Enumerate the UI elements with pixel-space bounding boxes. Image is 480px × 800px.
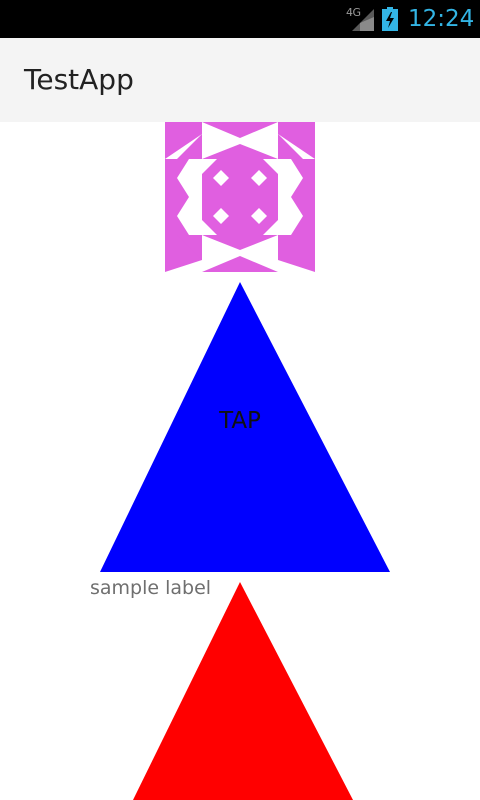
identicon-image xyxy=(165,122,315,272)
battery-charging-icon xyxy=(382,7,398,31)
action-bar: TestApp xyxy=(0,38,480,122)
network-type: 4G xyxy=(346,6,361,19)
status-bar: 4G 12:24 xyxy=(0,0,480,38)
signal-icon xyxy=(352,9,374,31)
tap-label: TAP xyxy=(219,408,261,434)
blue-triangle-button[interactable] xyxy=(100,282,390,572)
red-triangle-button[interactable] xyxy=(133,582,353,800)
sample-label: sample label xyxy=(90,577,212,599)
status-time: 12:24 xyxy=(408,6,475,32)
app-title: TestApp xyxy=(24,63,134,96)
